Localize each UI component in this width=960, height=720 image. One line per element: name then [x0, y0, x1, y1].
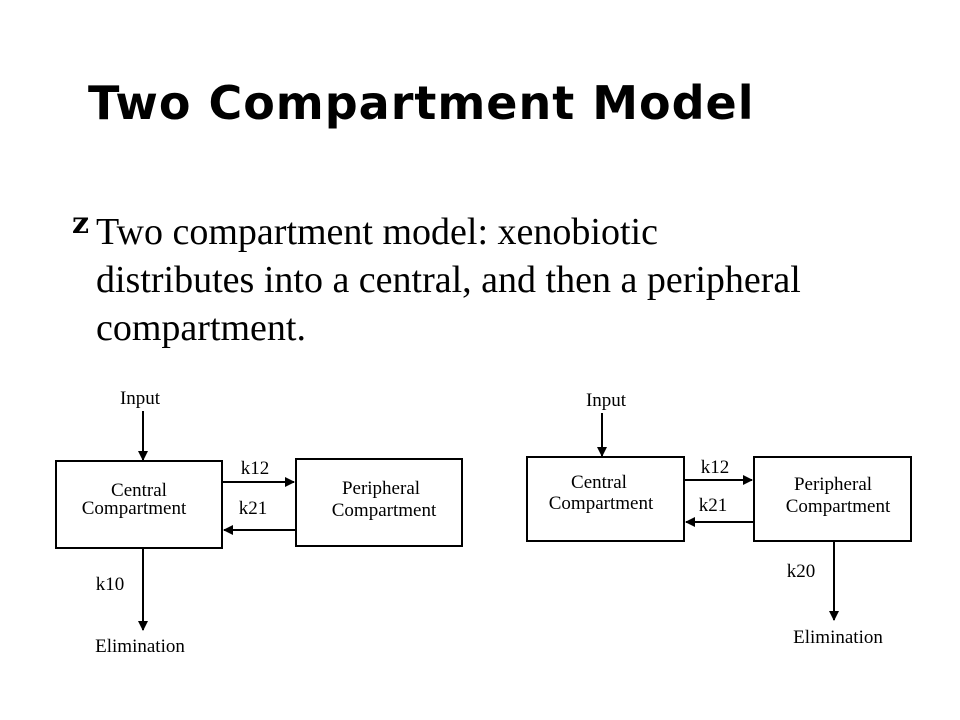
left-central-box: [55, 460, 223, 549]
diagram-left: Input Central Compartment Peripheral Com…: [55, 388, 463, 657]
bullet-icon: z: [72, 206, 90, 241]
right-central-label-2: Compartment: [549, 493, 654, 514]
left-central-label-2: Compartment: [82, 498, 187, 519]
right-k12-label: k12: [701, 457, 730, 478]
bullet-line-2: distributes into a central, and then a p…: [96, 259, 801, 301]
left-peripheral-label-2: Compartment: [332, 500, 437, 521]
right-k21-label: k21: [699, 495, 728, 516]
slide-title: Two Compartment Model: [88, 76, 755, 130]
left-peripheral-label-1: Peripheral: [342, 478, 420, 499]
right-peripheral-box: [753, 456, 912, 542]
diagram-right: Input Central Compartment Peripheral Com…: [526, 390, 912, 648]
left-k21-label: k21: [239, 498, 268, 519]
right-central-box: [526, 456, 685, 542]
right-peripheral-label-2: Compartment: [786, 496, 891, 517]
bullet-line-1: Two compartment model: xenobiotic: [96, 211, 658, 253]
bullet-text: Two compartment model: xenobiotic distri…: [96, 208, 926, 352]
right-input-label: Input: [586, 390, 627, 411]
left-k10-label: k10: [96, 574, 125, 595]
left-input-label: Input: [120, 388, 161, 409]
right-elimination-label: Elimination: [793, 627, 883, 648]
right-k20-label: k20: [787, 561, 816, 582]
left-peripheral-box: [295, 458, 463, 547]
left-elimination-label: Elimination: [95, 636, 185, 657]
left-k12-label: k12: [241, 458, 270, 479]
right-central-label-1: Central: [571, 472, 627, 493]
bullet-line-3: compartment.: [96, 307, 306, 349]
left-central-label-1: Central: [111, 480, 167, 501]
right-peripheral-label-1: Peripheral: [794, 474, 872, 495]
